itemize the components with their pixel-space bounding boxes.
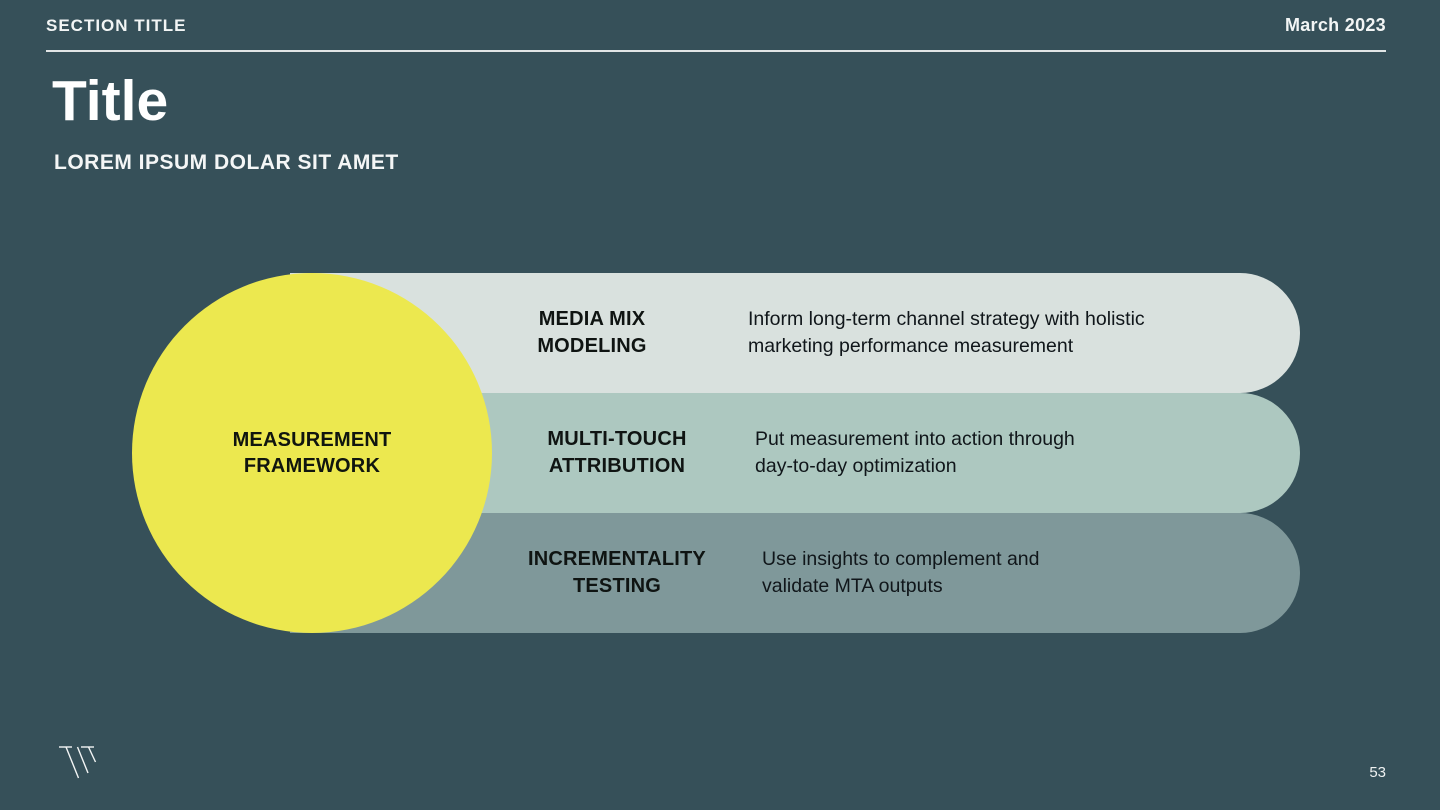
w-slashes-logo-icon [59, 746, 97, 779]
pill-label: INCREMENTALITY TESTING [528, 548, 706, 597]
page-number: 53 [1369, 764, 1386, 781]
pill-label: MEDIA MIX MODELING [537, 308, 647, 357]
pill-description: Put measurement into action through day-… [755, 428, 1075, 477]
header-divider [46, 50, 1386, 52]
measurement-framework-circle: MEASUREMENT FRAMEWORK [132, 273, 492, 633]
date-label: March 2023 [1284, 15, 1386, 35]
pill-label: MULTI-TOUCH ATTRIBUTION [547, 428, 687, 477]
pill-description: Use insights to complement and validate … [762, 548, 1040, 597]
pill-description: Inform long-term channel strategy with h… [748, 308, 1145, 357]
hub-label: MEASUREMENT FRAMEWORK [232, 429, 392, 477]
page-subtitle: LOREM IPSUM DOLAR SIT AMET [54, 151, 399, 174]
section-title: SECTION TITLE [46, 16, 187, 35]
page-title: Title [52, 69, 169, 133]
